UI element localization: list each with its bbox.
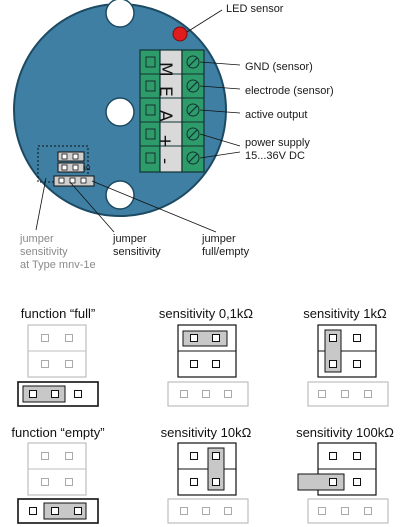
title-sens-1k: sensitivity 1kΩ: [303, 306, 387, 321]
label-jumper-sens-1: jumper: [112, 233, 147, 245]
terminal-block: M E A + -: [139, 49, 205, 173]
jumper-pin: [65, 478, 73, 486]
label-jumper-mnv-3: at Type mnv-1e: [20, 259, 96, 271]
jumper-pin: [329, 334, 337, 342]
jumper-pin: [65, 452, 73, 460]
board-jumpers: kΩ: [37, 145, 95, 187]
jumper-pin: [212, 452, 220, 460]
title-function-empty: function “empty”: [11, 425, 104, 440]
jumper-pin: [212, 360, 220, 368]
label-led-sensor: LED sensor: [226, 3, 284, 15]
label-jumper-mnv-2: sensitivity: [20, 246, 68, 258]
jumper-pin: [212, 334, 220, 342]
full-empty-block: [167, 498, 249, 524]
title-sens-10k: sensitivity 10kΩ: [161, 425, 252, 440]
jumper-pin: [353, 478, 361, 486]
label-jumper-sens-2: sensitivity: [113, 246, 161, 258]
mount-hole-center: [105, 97, 135, 127]
jumper-pin: [202, 507, 210, 515]
jumper-pin: [29, 507, 37, 515]
jumper-pin: [180, 390, 188, 398]
jumper-pin: [51, 507, 59, 515]
jumper-pin: [190, 334, 198, 342]
label-jumper-mnv-1: jumper: [19, 233, 54, 245]
jumper-cap: [297, 473, 345, 491]
title-sens-100k: sensitivity 100kΩ: [296, 425, 394, 440]
terminal-a: A: [155, 110, 175, 122]
jumper-pin: [180, 507, 188, 515]
label-electrode: electrode (sensor): [245, 85, 334, 97]
jumper-mnv-area: [37, 145, 89, 183]
mount-hole-top: [105, 0, 135, 28]
jumper-pin: [329, 360, 337, 368]
title-sens-01k: sensitivity 0,1kΩ: [159, 306, 254, 321]
jumper-config-panels: [17, 324, 389, 524]
jumper-pin: [318, 507, 326, 515]
label-gnd: GND (sensor): [245, 61, 313, 73]
label-power-supply: power supply: [245, 137, 310, 149]
terminal-e: E: [155, 86, 175, 97]
jumper-pin: [364, 390, 372, 398]
jumper-pin: [318, 390, 326, 398]
label-power-voltage: 15...36V DC: [245, 150, 305, 162]
jumper-pin: [224, 507, 232, 515]
jumper-pin: [65, 334, 73, 342]
label-active-output: active output: [245, 109, 307, 121]
screw-icons: [186, 55, 200, 165]
jumper-pin: [190, 360, 198, 368]
jumper-pin: [364, 507, 372, 515]
jumper-pin: [190, 452, 198, 460]
jumper-pin: [65, 360, 73, 368]
jumper-pin: [353, 452, 361, 460]
jumper-pin: [341, 507, 349, 515]
terminal-plus: +: [155, 134, 175, 148]
jumper-pin: [190, 478, 198, 486]
jumper-pin: [329, 452, 337, 460]
led-sensor-dot: [172, 26, 188, 42]
jumper-cap: [182, 330, 228, 347]
label-jumper-fe-1: jumper: [201, 233, 236, 245]
jumper-pin: [212, 478, 220, 486]
jumper-pin: [41, 478, 49, 486]
jumper-pin: [41, 452, 49, 460]
jumper-pin: [74, 507, 82, 515]
jumper-pin: [41, 334, 49, 342]
leader-lines: [35, 9, 241, 233]
jumper-pin: [51, 390, 59, 398]
jumper-small-mark: kΩ: [83, 166, 91, 172]
jumper-pin: [341, 390, 349, 398]
jumper-pin: [74, 390, 82, 398]
terminal-m: M: [155, 62, 175, 77]
label-jumper-fe-2: full/empty: [202, 246, 250, 258]
jumper-pin: [29, 390, 37, 398]
terminal-minus: -: [155, 158, 175, 164]
jumper-pin: [329, 478, 337, 486]
jumper-pin: [353, 334, 361, 342]
jumper-pin: [224, 390, 232, 398]
sensor-board: M E A + - kΩ: [13, 0, 227, 217]
jumper-pin: [41, 360, 49, 368]
jumper-pin: [202, 390, 210, 398]
jumper-pin: [353, 360, 361, 368]
title-function-full: function “full”: [21, 306, 95, 321]
mount-hole-bottom: [105, 180, 135, 210]
